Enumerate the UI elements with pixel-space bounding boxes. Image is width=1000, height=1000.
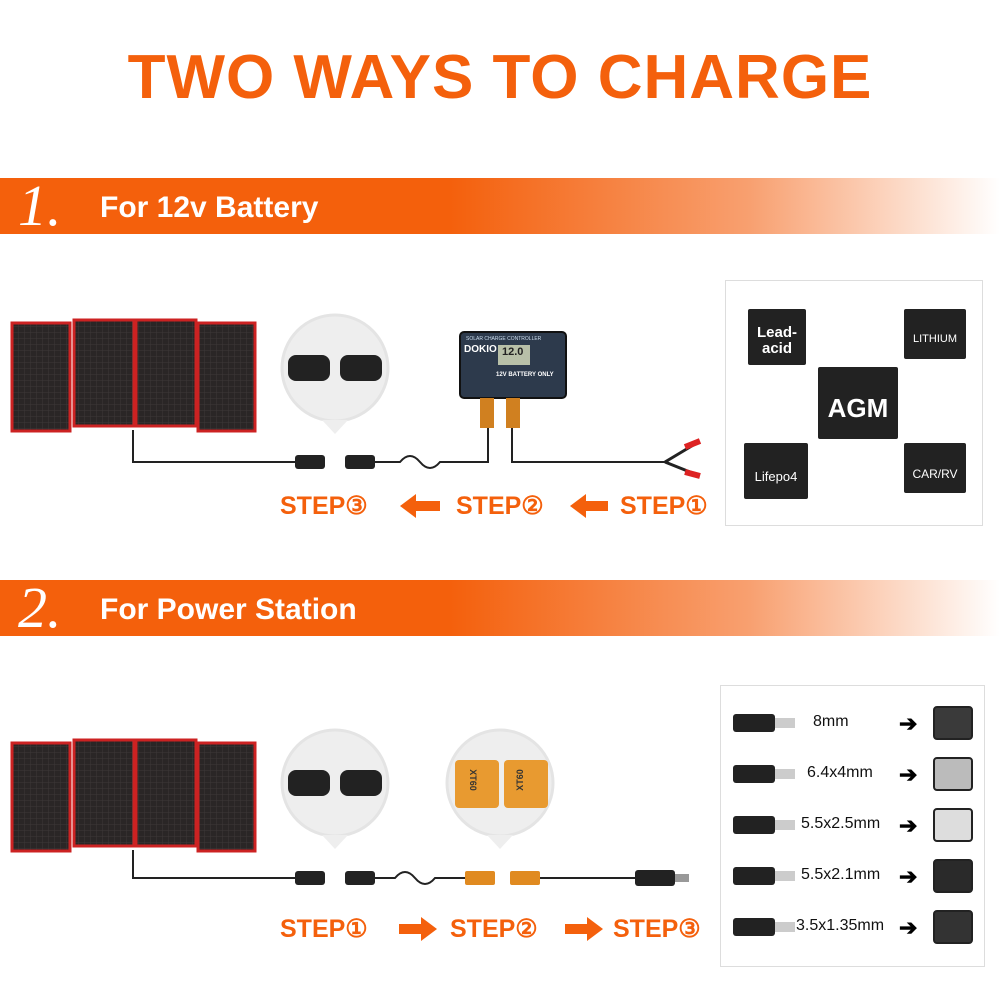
connector-size-label: 5.5x2.1mm [801,866,881,883]
power-station-icon [933,910,973,944]
battery-label: AGM [827,393,889,423]
dc-plug-tip-icon [775,769,795,779]
section-2-banner: 2. For Power Station [0,575,1000,640]
dc-plug-icon [733,765,775,783]
dc-plug-icon [733,714,775,732]
step-2-label: STEP② [450,915,538,943]
page-title: TWO WAYS TO CHARGE [127,43,873,112]
connector-row: 8mm ➔ [721,706,986,742]
battery-lead-acid: Lead-acid [748,309,806,365]
dc-plug-tip-icon [775,718,795,728]
step-1-label: STEP① [280,915,368,943]
solar-panel-1 [10,318,257,433]
battery-label: LITHIUM [913,333,957,345]
battery-car-rv: CAR/RV [904,443,966,493]
controller-display: 12.0 [502,346,524,358]
power-station-icon [933,859,973,893]
controller-header: SOLAR CHARGE CONTROLLER [466,336,542,342]
step-2-label: STEP② [456,492,544,520]
arrow-right-icon: ➔ [899,864,918,889]
battery-agm: AGM [818,367,898,439]
arrow-right-icon: ➔ [899,915,918,940]
section-title: For Power Station [100,593,357,626]
dc-plug-tip-icon [775,871,795,881]
dc-plug-tip-icon [775,922,795,932]
dc-plug-icon [733,867,775,885]
solar-panel-2 [10,738,257,853]
arrow-right-icon: ➔ [899,711,918,736]
section-number: 2. [18,575,62,640]
section-1-banner: 1. For 12v Battery [0,173,1000,238]
connector-size-label: 3.5x1.35mm [796,917,885,934]
battery-label: Lifepo4 [754,469,798,484]
arrow-right-icon: ➔ [899,813,918,838]
connector-row: 5.5x2.5mm ➔ [721,808,986,844]
step-1-label: STEP① [620,492,708,520]
controller-brand: DOKIO [464,344,497,355]
connector-size-label: 6.4x4mm [807,764,873,781]
dc-plug-icon [733,918,775,936]
section-title: For 12v Battery [100,191,319,224]
power-station-icon [933,706,973,740]
arrow-right-icon: ➔ [899,762,918,787]
controller-note: 12V BATTERY ONLY [496,372,554,378]
connector-row: 5.5x2.1mm ➔ [721,859,986,895]
battery-label: CAR/RV [912,467,958,481]
power-station-icon [933,757,973,791]
step-3-label: STEP③ [280,492,368,520]
connector-size-label: 8mm [813,713,849,730]
section-number: 1. [18,173,62,238]
connector-size-label: 5.5x2.5mm [801,815,881,832]
connector-row: 6.4x4mm ➔ [721,757,986,793]
xt60-label: XT60 [514,769,525,791]
dc-plug-tip-icon [775,820,795,830]
battery-label: Lead-acid [756,324,797,357]
power-station-icon [933,808,973,842]
connector-row: 3.5x1.35mm ➔ [721,910,986,946]
dc-plug-icon [733,816,775,834]
battery-lithium: LITHIUM [904,309,966,359]
xt60-label: XT60 [467,769,478,791]
battery-lifepo4: Lifepo4 [744,443,808,499]
step-3-label: STEP③ [613,915,701,943]
connector-types-panel: 8mm ➔ 6.4x4mm ➔ 5.5x2.5mm ➔ 5.5x2.1mm ➔ … [720,685,985,967]
battery-types-panel: Lead-acid LITHIUM AGM Lifepo4 CAR/RV [725,280,983,526]
